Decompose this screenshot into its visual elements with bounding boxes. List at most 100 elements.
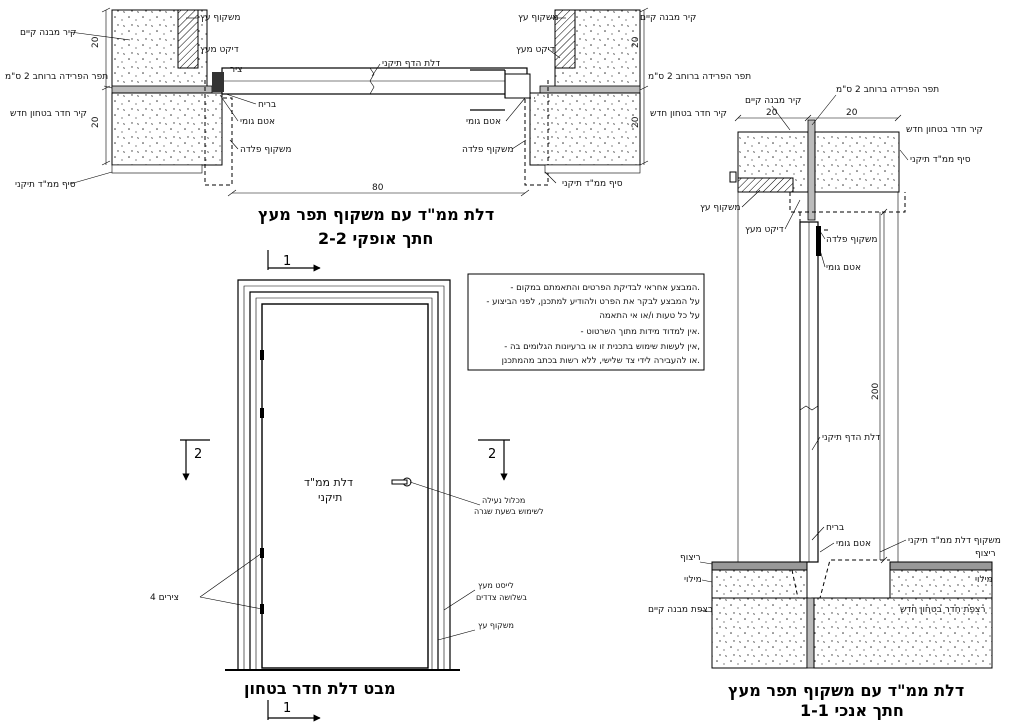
elevation-trim-label-2: בשלושה צדדים xyxy=(476,593,527,602)
plan-label-sep-gap-right: תפר הפרידה ברוחב 2 ס"מ xyxy=(648,72,751,82)
vsec-label-slab-existing: רצפת מבנה קיים xyxy=(648,605,713,615)
plan-wood-frame-left xyxy=(177,9,199,69)
note-line-5: - אין לעשות שימוש בתכנית זו או ברעיונות … xyxy=(504,342,700,352)
plan-label-wood-seal-left: דיקט מעץ xyxy=(200,45,239,55)
cut-1-top: 1 xyxy=(283,254,291,269)
elevation-hinge-2 xyxy=(260,408,264,418)
elevation-trim-label-1: לייסט מעץ xyxy=(478,581,514,590)
elevation-hinge-1 xyxy=(260,350,264,360)
plan-label-existing-wall-left: קיר מבנה קיים xyxy=(20,28,76,38)
elevation-door-label-2: תיקני xyxy=(318,491,342,504)
note-line-1: - המבצע אחראי לבדיקת הפרטים והתאמתם במקו… xyxy=(510,283,700,293)
vsec-dim-w2: 20 xyxy=(846,108,858,118)
vsec-wood-frame xyxy=(737,177,794,193)
vsec-label-wood-seal: דיקט מעץ xyxy=(745,225,784,235)
vsec-slab-existing xyxy=(711,597,808,669)
plan-new-wall-right xyxy=(529,92,641,166)
elevation-handle-label-2: לשימוש בשעת שגרה xyxy=(474,507,544,516)
note-line-4: - אין למדוד מידות מתוך השרטוט. xyxy=(580,327,700,337)
plan-label-wood-seal-right: דיקט מעץ xyxy=(516,45,555,55)
vsec-title-2: חתך אנכי 1-1 xyxy=(800,701,904,720)
plan-gap-left xyxy=(111,85,213,94)
vsec-floor-right xyxy=(889,561,993,571)
vsec-label-floor-right: ריצוף xyxy=(975,549,996,559)
plan-steel-frame-left xyxy=(204,80,233,186)
vsec-label-bolt: בריח xyxy=(826,523,844,533)
elevation-frame-label: משקוף עץ xyxy=(478,621,514,630)
plan-label-hinge: ציר xyxy=(230,65,242,75)
elevation-title: מבט דלת חדר בטחון xyxy=(244,679,396,698)
plan-dim-mid-left: 20 xyxy=(91,116,101,128)
note-line-6: או להעבירה לידי צד שלישי, ללא רשות בכתב … xyxy=(502,356,700,366)
door-elevation: 1 1 2 2 דלת ממ"ד תיקני מכלול נעילה לשימו… xyxy=(150,250,544,722)
plan-new-wall-left xyxy=(111,92,223,166)
plan-dim-mid-right: 20 xyxy=(631,116,641,128)
vsec-label-new-wall: קיר חדר בטחון חדש xyxy=(906,125,983,135)
vsec-label-steel-frame: משקוף פלדה xyxy=(826,235,877,245)
vsec-label-sill-bottom: משקוף דלת ממ"ד תיקני xyxy=(908,536,1001,546)
elevation-hinges-label: 4 צירים xyxy=(150,593,179,603)
plan-wood-frame-right xyxy=(554,9,576,69)
cut-1-bottom: 1 xyxy=(283,701,291,716)
vsec-label-sep-gap: תפר הפרידה ברוחב 2 ס"מ xyxy=(836,85,939,95)
plan-labels-right: משקוף עץ קיר מבנה קיים דיקט מעץ תפר הפרי… xyxy=(462,13,751,189)
vsec-label-slab-new: רצפת חדר בטחון חדש xyxy=(900,605,985,615)
plan-gap-right xyxy=(539,85,641,94)
plan-labels-left: משקוף עץ קיר מבנה קיים דיקט מעץ תפר הפרי… xyxy=(5,13,291,190)
vsec-floor-left xyxy=(711,561,808,571)
plan-label-bolt: בריח xyxy=(258,100,276,110)
vsec-label-floor-left: ריצוף xyxy=(680,553,701,563)
plan-label-steel-frame-right: משקוף פלדה xyxy=(462,145,513,155)
plan-title-2: חתך אופקי 2-2 xyxy=(318,229,433,248)
vsec-dim-w1: 20 xyxy=(766,108,778,118)
vsec-screed-left xyxy=(711,569,808,599)
plan-dim-top-right: 20 xyxy=(631,36,641,48)
cut-2-left: 2 xyxy=(194,447,202,462)
plan-label-new-wall-right: קיר חדר בטחון חדש xyxy=(650,109,727,119)
vsec-title-1: דלת ממ"ד עם משקוף תפר מעץ xyxy=(728,681,964,700)
vsec-label-rubber: אטם גומי xyxy=(826,263,861,273)
note-line-3: על כל טעות ו/או אי התאמה xyxy=(599,311,700,321)
vsec-label-screed-right: מילוי xyxy=(975,575,993,585)
vsec-new-wall xyxy=(814,131,900,193)
vsec-label-rubber-bottom: אטם גומי xyxy=(836,539,871,549)
plan-label-existing-wall-right: קיר מבנה קיים xyxy=(640,13,696,23)
vsec-slab-new xyxy=(813,597,993,669)
plan-dim-width: 80 xyxy=(372,183,384,193)
vsec-label-sill: סיף ממ"ד תיקני xyxy=(910,155,971,165)
note-line-2: - על המבצע לבקר את הפרט ולהודיע למתכנן, … xyxy=(486,297,700,307)
plan-title-1: דלת ממ"ד עם משקוף תפר מעץ xyxy=(258,205,494,224)
plan-label-new-wall-left: קיר חדר בטחון חדש xyxy=(10,109,87,119)
vsec-label-existing-wall: קיר מבנה קיים xyxy=(745,96,801,106)
elevation-handle-lever xyxy=(391,479,408,485)
vsec-dim-height: 200 xyxy=(871,383,881,400)
plan-label-sill-right: סיף ממ"ד תיקני xyxy=(562,179,623,189)
vsec-screed-right xyxy=(889,569,993,599)
plan-lock xyxy=(504,73,531,99)
plan-handle xyxy=(470,69,506,111)
elevation-trim-outer xyxy=(237,279,451,670)
notes-box: - המבצע אחראי לבדיקת הפרטים והתאמתם במקו… xyxy=(467,273,705,371)
vertical-section: 20 20 200 קיר מבנה קיים תפר הפרידה ברוחב… xyxy=(648,85,1001,720)
vsec-label-screed-left: מילוי xyxy=(684,575,702,585)
vsec-label-wood-frame: משקוף עץ xyxy=(700,203,740,213)
plan-label-door-leaf: דלת הדף תיקני xyxy=(382,59,440,69)
plan-label-wood-frame-left: משקוף עץ xyxy=(200,13,240,23)
cut-2-right: 2 xyxy=(488,447,496,462)
plan-label-rubber-left: אטם גומי xyxy=(240,117,275,127)
elevation-frame xyxy=(249,291,439,670)
plan-label-sep-gap-left: תפר הפרידה ברוחב 2 ס"מ xyxy=(5,72,108,82)
elevation-door-leaf xyxy=(261,303,429,669)
plan-label-rubber-right: אטם גומי xyxy=(466,117,501,127)
vsec-gap xyxy=(807,119,816,221)
vsec-label-door-leaf: דלת הדף תיקני xyxy=(822,433,880,443)
plan-dim-top-left: 20 xyxy=(91,36,101,48)
elevation-door-label-1: דלת ממ"ד xyxy=(304,476,353,489)
plan-label-wood-frame-right: משקוף עץ xyxy=(518,13,558,23)
plan-section: 20 20 20 20 80 משקוף עץ קיר מבנה קיים די… xyxy=(5,7,751,248)
plan-hinge xyxy=(212,72,224,92)
plan-label-steel-frame-left: משקוף פלדה xyxy=(240,145,291,155)
plan-label-sill-left: סיף ממ"ד תיקני xyxy=(15,180,76,190)
